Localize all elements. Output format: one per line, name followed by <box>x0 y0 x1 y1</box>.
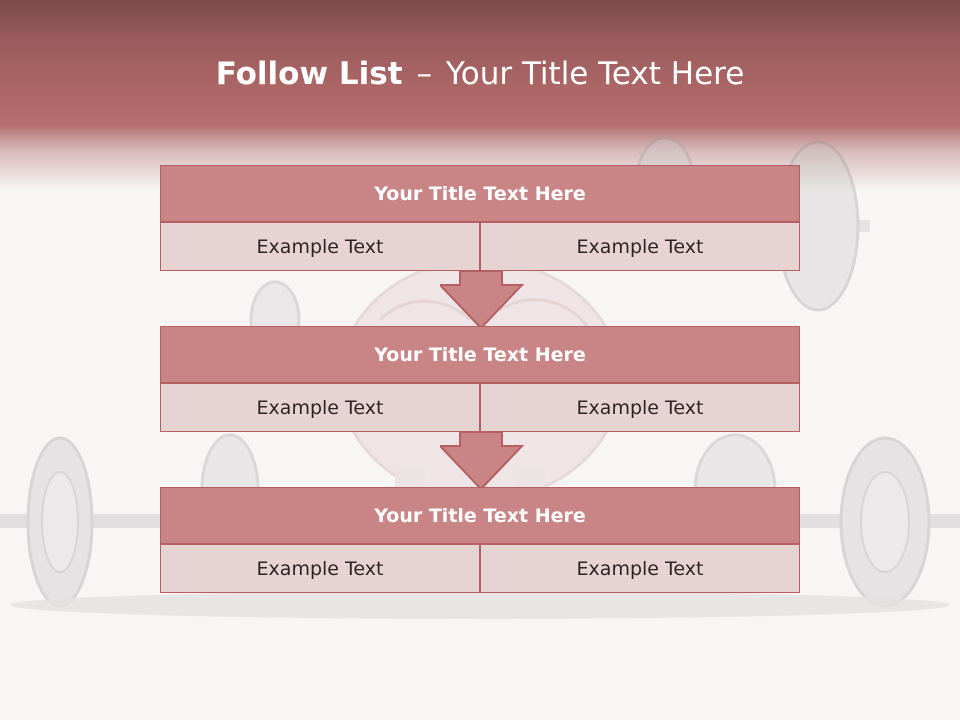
list-block: Your Title Text Here Example Text Exampl… <box>160 487 800 593</box>
block-cell-right: Example Text <box>480 222 800 271</box>
title-strong: Follow List <box>215 56 403 92</box>
block-title: Your Title Text Here <box>160 165 800 222</box>
block-cell-left: Example Text <box>160 222 480 271</box>
down-arrow-icon <box>440 271 524 329</box>
header-band <box>0 0 960 190</box>
list-block: Your Title Text Here Example Text Exampl… <box>160 165 800 271</box>
block-cell-left: Example Text <box>160 544 480 593</box>
title-dash: – <box>416 56 433 92</box>
title-rest: Your Title Text Here <box>445 56 745 92</box>
slide-title: Follow List– Your Title Text Here <box>0 56 960 92</box>
block-cell-left: Example Text <box>160 383 480 432</box>
block-cell-right: Example Text <box>480 544 800 593</box>
block-cell-right: Example Text <box>480 383 800 432</box>
down-arrow-icon <box>440 432 524 490</box>
list-block: Your Title Text Here Example Text Exampl… <box>160 326 800 432</box>
block-title: Your Title Text Here <box>160 487 800 544</box>
block-title: Your Title Text Here <box>160 326 800 383</box>
